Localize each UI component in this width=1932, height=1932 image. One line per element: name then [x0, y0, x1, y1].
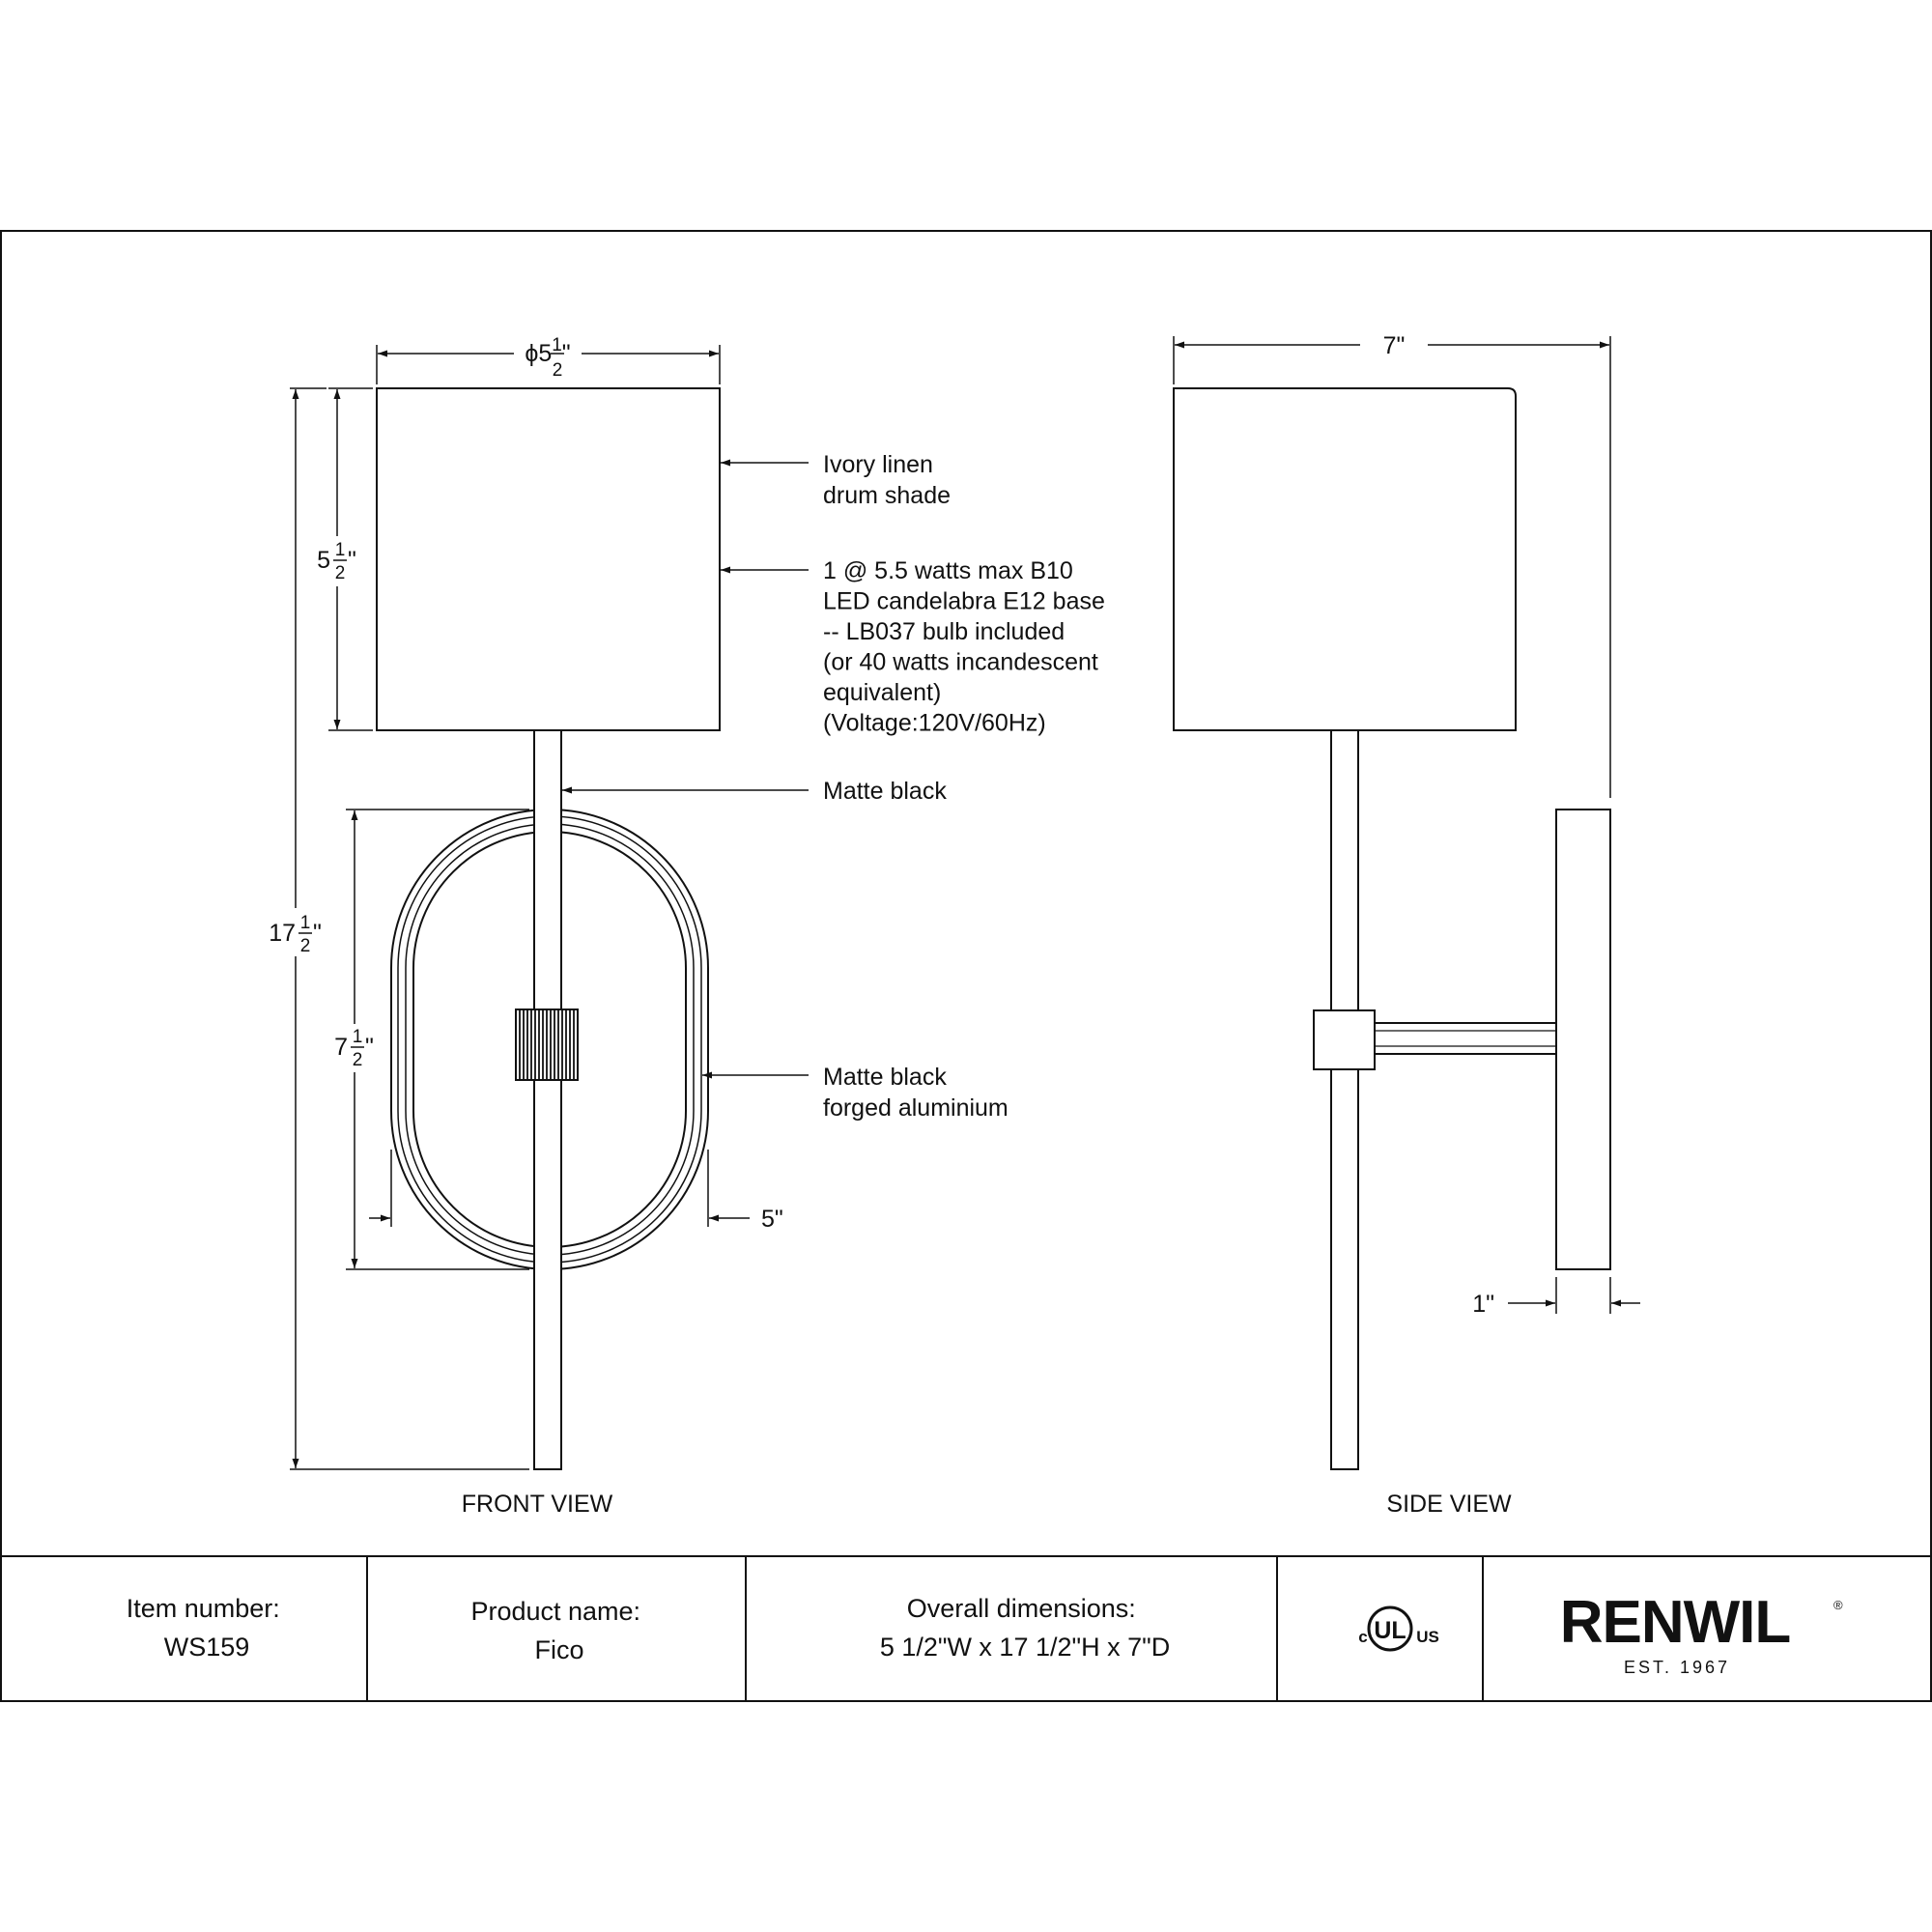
sheet-border — [0, 230, 1932, 1702]
dim-backplate-height: 7 1 2 " — [334, 809, 529, 1270]
dim-overall-height-label: 17 — [269, 920, 296, 947]
dim-backplate-height-label: 7 — [334, 1034, 348, 1061]
svg-text:1: 1 — [353, 1027, 363, 1047]
svg-text:1: 1 — [300, 913, 311, 933]
side-arm — [1374, 1022, 1557, 1055]
front-knurled-socket — [515, 1009, 579, 1081]
dim-side-backplate-depth: 1" — [1472, 1277, 1640, 1318]
svg-text:2: 2 — [300, 936, 311, 956]
dim-backplate-width: 5" — [369, 1150, 783, 1233]
dim-shade-height-label: 5 — [317, 547, 330, 574]
side-view-caption: SIDE VIEW — [1386, 1491, 1512, 1518]
overall-dimensions-cell: Overall dimensions: 5 1/2"W x 17 1/2"H x… — [880, 1594, 1170, 1662]
callout-stem: Matte black — [823, 778, 947, 805]
side-stem — [1330, 729, 1359, 1470]
front-view: ϕ51" 2 5 1 2 " 17 1 2 " — [269, 335, 1112, 1518]
side-socket — [1313, 1009, 1376, 1070]
callout-leaders — [562, 459, 809, 1079]
front-view-caption: FRONT VIEW — [462, 1491, 613, 1518]
item-number-cell: Item number: WS159 — [127, 1594, 288, 1662]
culus-mark-icon: UL c US — [1358, 1605, 1439, 1652]
dim-backplate-width-label: 5" — [761, 1206, 783, 1233]
dim-side-depth: 7" — [1173, 332, 1611, 798]
svg-text:2: 2 — [335, 563, 346, 583]
svg-text:": " — [313, 920, 322, 947]
svg-text:US: US — [1416, 1628, 1439, 1646]
svg-text:RENWIL: RENWIL — [1560, 1589, 1791, 1656]
svg-text:c: c — [1358, 1628, 1367, 1646]
svg-text:": " — [365, 1034, 374, 1061]
callout-shade: Ivory linen drum shade — [823, 451, 951, 509]
svg-text:1: 1 — [335, 540, 346, 560]
side-backplate — [1555, 809, 1611, 1270]
svg-text:®: ® — [1833, 1598, 1843, 1612]
callout-bulb: 1 @ 5.5 watts max B10 LED candelabra E12… — [823, 557, 1112, 737]
svg-text:EST. 1967: EST. 1967 — [1624, 1658, 1730, 1677]
svg-text:UL: UL — [1374, 1617, 1406, 1644]
product-name-cell: Product name: Fico — [470, 1597, 647, 1664]
side-shade — [1173, 387, 1517, 731]
svg-text:2: 2 — [553, 360, 563, 381]
svg-text:2: 2 — [353, 1050, 363, 1070]
callout-frame: Matte black forged aluminium — [823, 1064, 1009, 1122]
front-shade — [376, 387, 721, 731]
dim-overall-height: 17 1 2 " — [269, 387, 529, 1470]
dim-side-depth-label: 7" — [1383, 332, 1406, 359]
front-stem — [533, 729, 562, 1470]
title-block: Item number: WS159 Product name: Fico Ov… — [127, 1589, 1843, 1677]
dim-shade-diameter-label: ϕ51" — [525, 335, 570, 367]
side-view: 7" 1" SIDE VIEW — [1173, 332, 1640, 1518]
dim-side-backplate-depth-label: 1" — [1472, 1291, 1494, 1318]
dim-shade-height: 5 1 2 " — [317, 387, 373, 731]
svg-text:": " — [348, 547, 356, 574]
renwil-logo: RENWIL ® EST. 1967 — [1560, 1589, 1843, 1677]
dim-shade-diameter: ϕ51" 2 — [376, 335, 721, 384]
